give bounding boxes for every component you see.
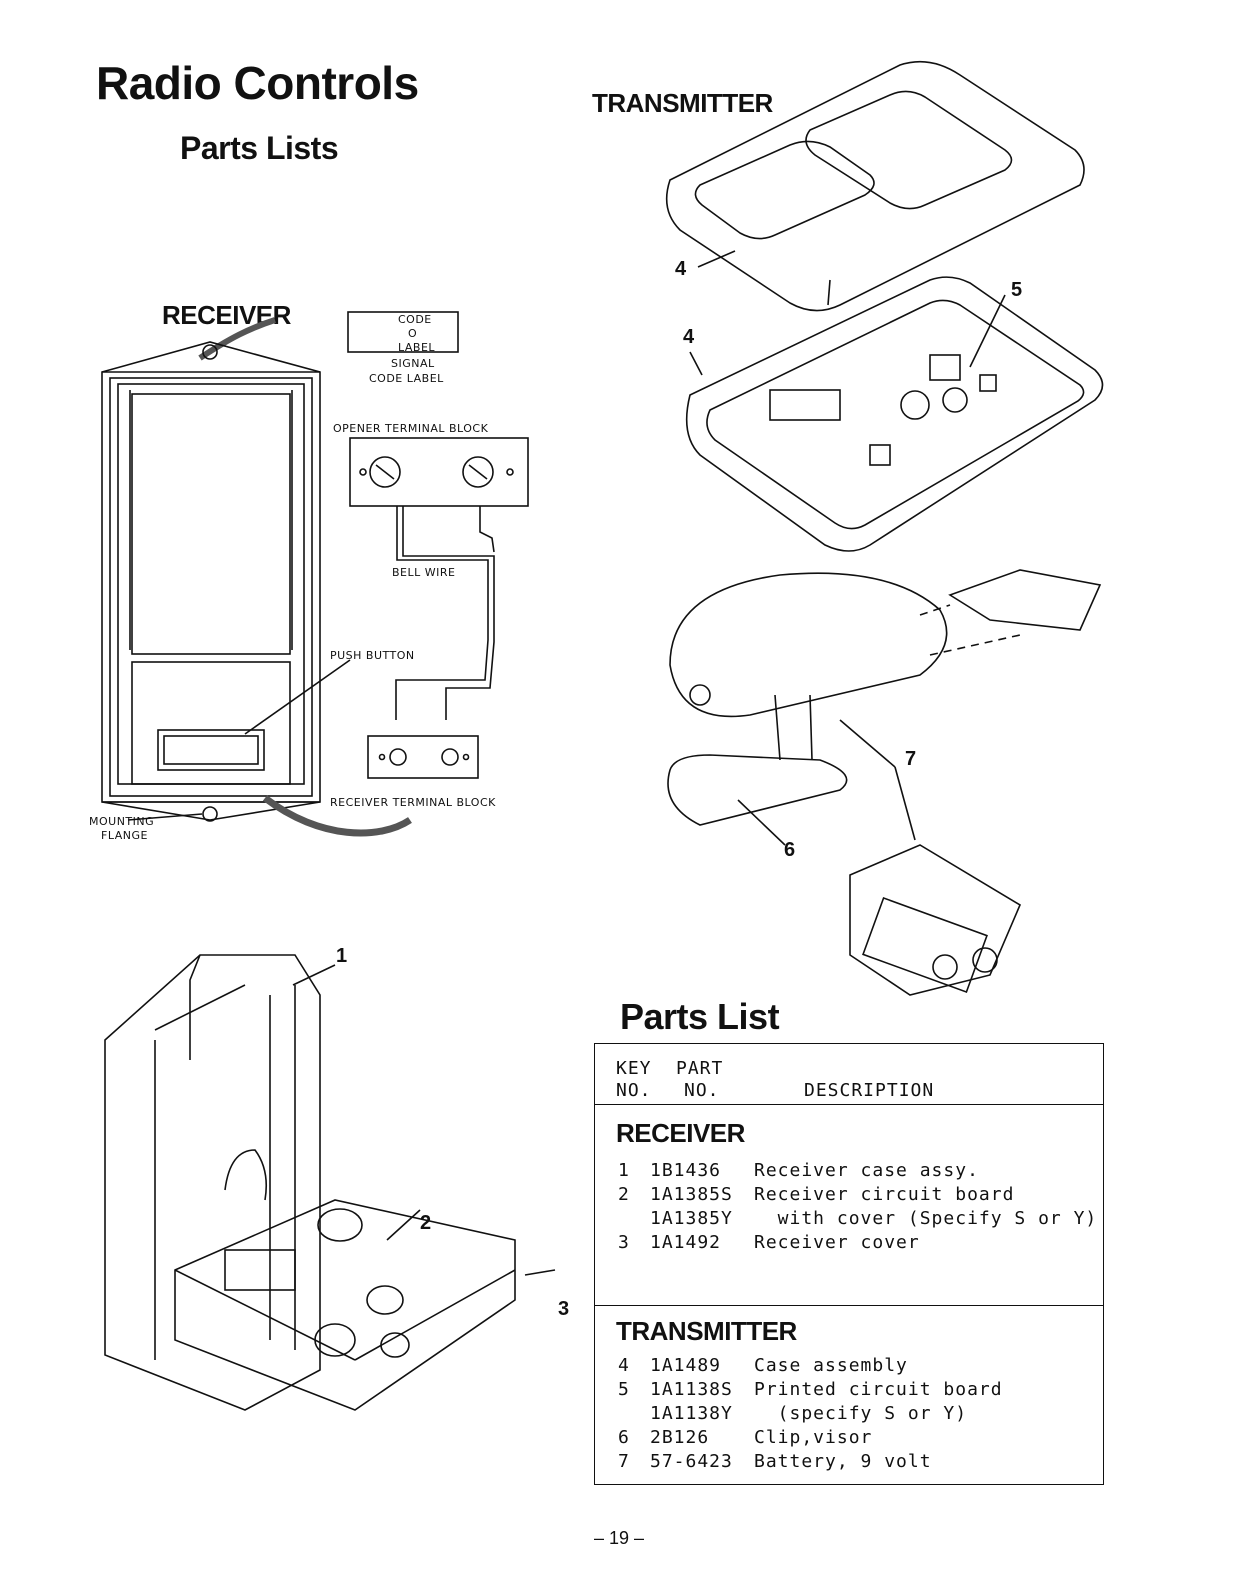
- table-section-divider: [594, 1305, 1104, 1306]
- parts-row-desc: with cover (Specify S or Y): [754, 1208, 1098, 1229]
- page-title: Radio Controls: [96, 57, 419, 109]
- parts-row-key: 7: [618, 1451, 630, 1472]
- parts-row-desc: Receiver case assy.: [754, 1160, 979, 1181]
- callout-3: 3: [558, 1298, 570, 1320]
- code-label-bottom: LABEL: [398, 341, 436, 354]
- parts-row-part: 1B1436: [650, 1160, 722, 1181]
- receiver-section-heading: RECEIVER: [616, 1118, 745, 1148]
- col-key-1: KEY: [616, 1058, 652, 1079]
- transmitter-bottom-case: [685, 276, 1104, 552]
- parts-row-desc: Receiver cover: [754, 1232, 920, 1253]
- parts-row-part: 1A1138S: [650, 1379, 733, 1400]
- callout-5: 5: [1011, 279, 1023, 301]
- parts-row-key: 1: [618, 1160, 630, 1181]
- signal-code-label: CODE LABEL: [369, 372, 444, 385]
- signal-label: SIGNAL: [391, 357, 435, 370]
- parts-row-key: 4: [618, 1355, 630, 1376]
- mounting-flange-label-1: MOUNTING: [89, 815, 155, 828]
- receiver-heading-arrow: [198, 317, 276, 361]
- receiver-terminal-block: [367, 735, 479, 779]
- callout-4-top: 4: [675, 258, 687, 280]
- parts-row-part: 57-6423: [650, 1451, 733, 1472]
- parts-row-key: 5: [618, 1379, 630, 1400]
- receiver-terminal-block-label: RECEIVER TERMINAL BLOCK: [330, 796, 496, 809]
- code-label-top: CODE: [398, 313, 432, 326]
- parts-row-part: 1A1138Y: [650, 1403, 733, 1424]
- parts-row-desc: (specify S or Y): [754, 1403, 968, 1424]
- receiver-push-button: [157, 729, 265, 771]
- callout-2: 2: [420, 1212, 432, 1234]
- receiver-heading: RECEIVER: [162, 300, 291, 330]
- opener-terminal-block-label: OPENER TERMINAL BLOCK: [333, 422, 489, 435]
- parts-row-desc: Receiver circuit board: [754, 1184, 1015, 1205]
- transmitter-heading: TRANSMITTER: [592, 88, 773, 118]
- parts-row-desc: Case assembly: [754, 1355, 908, 1376]
- battery-illustration: [849, 844, 1022, 996]
- parts-list-title: Parts List: [620, 996, 780, 1037]
- push-button-label: PUSH BUTTON: [330, 649, 415, 662]
- table-header-divider: [594, 1104, 1104, 1105]
- transmitter-top-cover: [665, 60, 1085, 312]
- col-part-1: PART: [676, 1058, 724, 1079]
- callout-6: 6: [784, 839, 796, 861]
- receiver-circuit-board: [174, 1199, 516, 1411]
- code-label-mid: O: [408, 327, 418, 340]
- receiver-bottom-arrow: [262, 795, 412, 837]
- mounting-flange-label-2: FLANGE: [101, 829, 148, 842]
- parts-row-part: 1A1489: [650, 1355, 722, 1376]
- parts-row-part: 2B126: [650, 1427, 710, 1448]
- parts-row-part: 1A1492: [650, 1232, 722, 1253]
- parts-row-desc: Printed circuit board: [754, 1379, 1003, 1400]
- receiver-front-illustration: [101, 311, 529, 837]
- visor-clip-illustration: [669, 572, 948, 718]
- parts-row-key: 3: [618, 1232, 630, 1253]
- parts-row-key: 2: [618, 1184, 630, 1205]
- parts-row-part: 1A1385S: [650, 1184, 733, 1205]
- transmitter-section-heading: TRANSMITTER: [616, 1316, 797, 1346]
- transmitter-exploded-illustration: [665, 60, 1104, 996]
- receiver-case-outline: [101, 341, 321, 803]
- callout-1: 1: [336, 945, 348, 967]
- parts-row-part: 1A1385Y: [650, 1208, 733, 1229]
- page-number: – 19 –: [594, 1528, 645, 1548]
- parts-row-key: 6: [618, 1427, 630, 1448]
- callout-7: 7: [905, 748, 917, 770]
- receiver-case-open: [104, 954, 321, 1411]
- code-label-box: [347, 311, 459, 353]
- page-subtitle: Parts Lists: [180, 130, 339, 166]
- receiver-exploded-illustration: [104, 954, 556, 1411]
- bell-wire-label: BELL WIRE: [392, 566, 456, 579]
- parts-row-desc: Battery, 9 volt: [754, 1451, 932, 1472]
- parts-row-desc: Clip,visor: [754, 1427, 873, 1448]
- col-key-2: NO.: [616, 1080, 652, 1101]
- callout-4-bottom: 4: [683, 326, 695, 348]
- parts-list-table: [594, 1043, 1104, 1485]
- transmitter-circuit-board-chip: [769, 389, 841, 421]
- opener-terminal-block: [349, 437, 529, 507]
- col-part-2: NO.: [684, 1080, 720, 1101]
- col-description: DESCRIPTION: [804, 1080, 935, 1101]
